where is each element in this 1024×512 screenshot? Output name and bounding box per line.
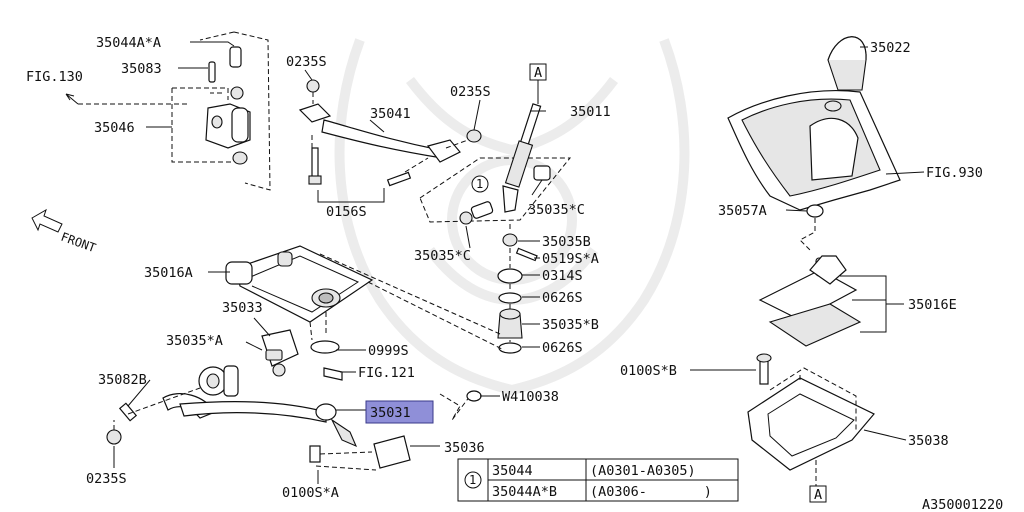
table-row-0-range: (A0301-A0305) <box>590 463 696 479</box>
label-0626s-b: 0626S <box>542 340 583 356</box>
label-fig130: FIG.130 <box>26 69 83 85</box>
label-box-a-bottom: A <box>814 487 822 503</box>
label-box-a-top: A <box>534 65 542 81</box>
console-group <box>727 36 901 486</box>
part-0999s-gasket <box>310 340 340 354</box>
table-ref-marker <box>464 471 482 489</box>
part-0235s-nut-c <box>106 429 122 445</box>
label-35041: 35041 <box>370 106 411 122</box>
label-front: FRONT <box>59 230 98 256</box>
highlight-35031 <box>365 400 434 424</box>
label-35035c-right: 35035*C <box>528 202 585 218</box>
part-35033-bracket <box>261 329 299 367</box>
part-35036-bracket <box>373 435 411 469</box>
label-w410038: W410038 <box>502 389 559 405</box>
table-row-1-range: (A0306- ) <box>590 484 712 500</box>
front-arrow-icon <box>31 208 63 233</box>
label-0999s: 0999S <box>368 343 409 359</box>
label-35022: 35022 <box>870 40 911 56</box>
label-fig121: FIG.121 <box>358 365 415 381</box>
part-35038-cover <box>747 377 875 471</box>
label-fig930: FIG.930 <box>926 165 983 181</box>
applicability-table: 1 35044 (A0301-A0305) 35044A*B (A0306- ) <box>457 458 739 502</box>
part-0314s-clip <box>497 268 523 284</box>
part-35011-shift-rod-group <box>419 103 572 354</box>
part-35083-pin <box>208 61 216 83</box>
label-35046: 35046 <box>94 120 135 136</box>
part-0100s-bolt-a <box>309 445 321 463</box>
label-35016e: 35016E <box>908 297 957 313</box>
part-35044a-bushing <box>229 46 242 68</box>
label-0100s-b: 0100S*B <box>620 363 677 379</box>
label-35016a: 35016A <box>144 265 193 281</box>
label-0235s-c: 0235S <box>86 471 127 487</box>
label-0314s: 0314S <box>542 268 583 284</box>
part-0235s-nut-a <box>306 79 320 93</box>
table-row-0-part: 35044 <box>492 463 533 479</box>
label-35038: 35038 <box>908 433 949 449</box>
label-0519s-a: 0519S*A <box>542 251 599 267</box>
part-35035c-left <box>459 211 473 225</box>
ref-marker-1 <box>471 175 489 193</box>
label-35035c-left: 35035*C <box>414 248 471 264</box>
label-0626s-a: 0626S <box>542 290 583 306</box>
part-35041-rod <box>298 79 482 203</box>
part-35035b-ball <box>502 233 518 247</box>
shifter-housing-group <box>106 245 505 471</box>
label-35036: 35036 <box>444 440 485 456</box>
label-35031: 35031 <box>370 405 411 421</box>
label-0235s-a: 0235S <box>286 54 327 70</box>
part-35031-lever <box>179 401 327 423</box>
part-0626s-ring-a <box>498 292 522 304</box>
label-35035-b: 35035*B <box>542 317 599 333</box>
label-35035b: 35035B <box>542 234 591 250</box>
label-35082b: 35082B <box>98 372 147 388</box>
part-0626s-ring-b <box>498 342 522 354</box>
label-35011: 35011 <box>570 104 611 120</box>
ref-box-a-bottom <box>809 485 827 503</box>
label-0156s: 0156S <box>326 204 367 220</box>
label-diagram-code: A350001220 <box>922 497 1003 512</box>
leader-lines <box>113 41 925 484</box>
ref-box-a-top <box>529 63 547 81</box>
label-0100s-a: 0100S*A <box>282 485 339 501</box>
table-row-1-part: 35044A*B <box>492 484 557 500</box>
part-35035c-right <box>533 165 551 181</box>
part-0235s-nut-b <box>466 129 482 143</box>
label-35044a-a: 35044A*A <box>96 35 161 51</box>
part-35057a-cap <box>806 204 824 218</box>
label-35057a: 35057A <box>718 203 767 219</box>
shifter-bracket-group <box>65 31 271 191</box>
table-ref-1: 1 <box>469 473 476 487</box>
label-35083: 35083 <box>121 61 162 77</box>
part-0156s-bolt-right <box>386 171 412 187</box>
label-ref-1: 1 <box>476 177 483 191</box>
label-0235s-b: 0235S <box>450 84 491 100</box>
label-35035-a: 35035*A <box>166 333 223 349</box>
label-35033: 35033 <box>222 300 263 316</box>
part-35082b-pin <box>118 402 138 422</box>
